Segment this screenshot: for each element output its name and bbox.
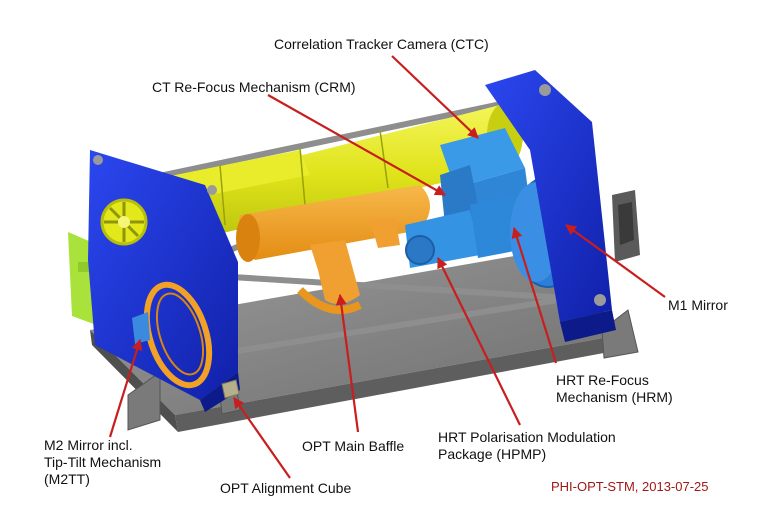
arrow-m2 [108,338,143,438]
arrow-cube [233,397,291,479]
label-baffle: OPT Main Baffle [302,438,405,454]
ctc-camera-assembly [405,128,530,268]
rear-bracket [612,190,640,262]
arrow-baffle [335,293,360,433]
label-hrm-line1: HRT Re-Focus [556,372,649,388]
pointer-arrows [108,55,666,479]
label-crm: CT Re-Focus Mechanism (CRM) [152,79,356,95]
arrow-crm [267,94,446,196]
label-hrm-line2: Mechanism (HRM) [556,389,673,405]
m2-ring [132,281,213,389]
label-m2-line2: Tip-Tilt Mechanism [44,454,162,470]
label-m2-line1: M2 Mirror incl. [44,437,133,453]
front-frame [88,150,240,412]
label-m2-line3: (M2TT) [44,471,90,487]
label-hpmp-line1: HRT Polarisation Modulation [438,429,616,445]
arrow-m1 [565,224,666,298]
main-baffle-shape [236,185,430,314]
arrow-hrm [511,226,558,364]
label-ctc: Correlation Tracker Camera (CTC) [274,36,489,52]
arrow-ctc [391,55,479,139]
alignment-cube-shape [221,379,240,399]
label-m1: M1 Mirror [668,297,728,313]
arrow-hpmp [437,257,521,426]
label-hpmp-line2: Package (HPMP) [438,446,547,462]
reference-stamp: PHI-OPT-STM, 2013-07-25 [551,479,709,494]
label-cube: OPT Alignment Cube [220,480,352,496]
rear-frame [485,70,616,342]
